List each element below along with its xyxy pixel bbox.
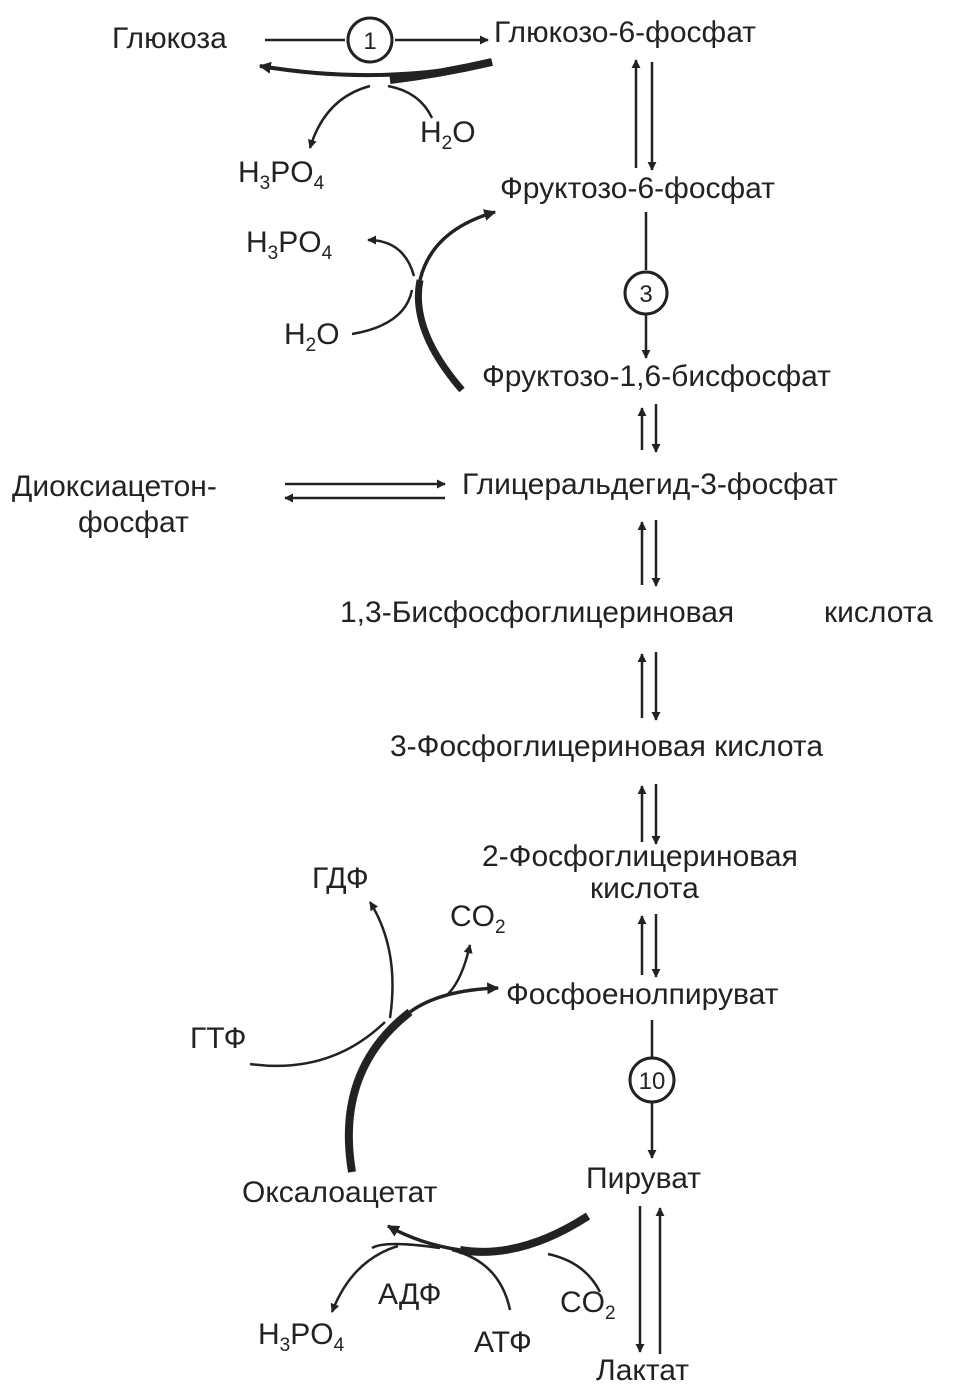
bypass-g6p-to-glucose-thick (389, 58, 493, 84)
label-h3po4-top: H3PO4 (238, 156, 325, 194)
label-h3po4-mid: H3PO4 (246, 226, 333, 264)
bypass-oaa-to-pep (408, 982, 500, 1014)
label-atp: АТФ (474, 1326, 532, 1359)
bypass-oaa-to-pep-thick (344, 1008, 413, 1173)
label-pyruvate: Пируват (586, 1162, 702, 1195)
h3po4-out-bottom (330, 1244, 399, 1313)
co2-out-top (447, 944, 473, 995)
label-pep: Фосфоенолпируват (506, 978, 779, 1011)
label-2pg-line1: 2-Фосфоглицериновая (482, 840, 798, 873)
bypass-pyruvate-to-oaa-thick (459, 1212, 591, 1256)
label-gtp: ГТФ (190, 1022, 247, 1055)
label-gdp: ГДФ (312, 862, 369, 895)
label-bpg-suffix: кислота (824, 596, 933, 629)
label-f6p: Фруктозо-6-фосфат (500, 172, 775, 205)
label-co2-bottom: CO2 (560, 1286, 616, 1324)
h2o-in-top (387, 84, 434, 119)
gdp-out (368, 901, 394, 1019)
step-3-label: 3 (639, 281, 652, 308)
label-f16bp: Фруктозо-1,6-бисфосфат (482, 360, 831, 393)
label-3pg: 3-Фосфоглицериновая кислота (390, 730, 824, 763)
label-glucose: Глюкоза (112, 22, 227, 55)
label-h3po4-bottom: H3PO4 (258, 1318, 345, 1356)
label-oxaloacetate: Оксалоацетат (242, 1176, 438, 1209)
label-2pg-line2: кислота (590, 872, 699, 905)
label-co2-top: CO2 (450, 900, 506, 938)
label-dhap-line1: Диоксиацетон- (12, 470, 217, 503)
bypass-f16bp-to-f6p (418, 209, 497, 281)
h3po4-out-mid (367, 235, 416, 277)
co2-in-bottom (547, 1252, 602, 1293)
label-bpg: 1,3-Бисфосфоглицериновая (340, 596, 735, 629)
bypass-pyruvate-to-oaa (386, 1224, 461, 1252)
step-3-circle (623, 270, 669, 316)
label-h2o-top: H2O (420, 116, 476, 154)
bypass-f16bp-to-f6p-thick (414, 279, 465, 393)
gtp-in (249, 1021, 386, 1068)
label-adp: АДФ (378, 1278, 442, 1311)
step-1-circle (346, 16, 394, 64)
step-1-label: 1 (363, 28, 376, 55)
h3po4-out-top (308, 84, 371, 149)
step-10-label: 10 (639, 1068, 666, 1095)
atp-in (451, 1248, 512, 1311)
label-dhap-line2: фосфат (78, 506, 189, 539)
label-h2o-mid: H2O (284, 318, 340, 356)
label-g6p: Глюкозо-6-фосфат (494, 16, 756, 49)
label-gap: Глицеральдегид-3-фосфат (462, 468, 838, 501)
adp-out (371, 1242, 441, 1250)
h2o-in-mid (351, 289, 414, 336)
label-lactate: Лактат (596, 1354, 690, 1387)
